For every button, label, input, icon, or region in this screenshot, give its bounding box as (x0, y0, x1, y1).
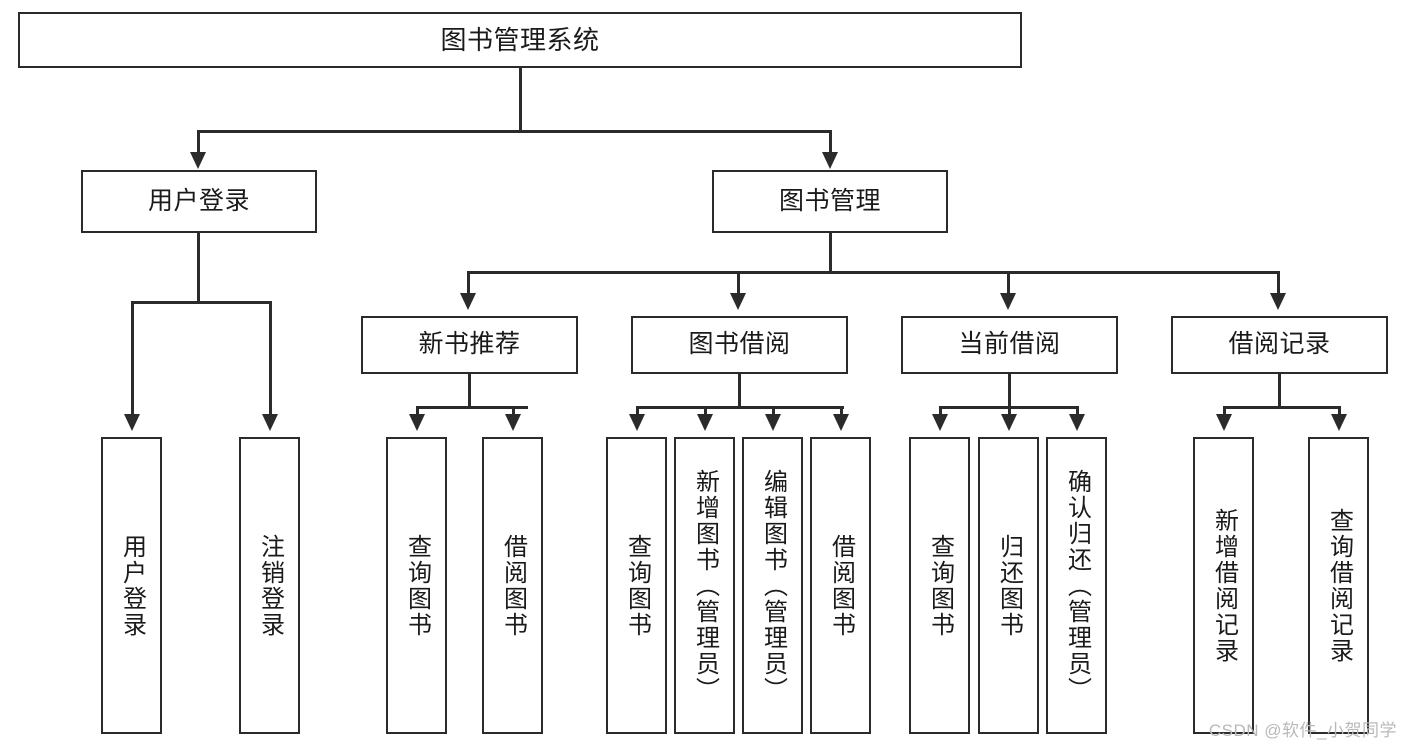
connector-bm-to-borrow-record (1277, 271, 1280, 296)
node-label: 借阅图书 (827, 533, 855, 638)
arrow-borrow-record-to-leaf-2-icon (1331, 414, 1347, 431)
node-root-book-management-system[interactable]: 图书管理系统 (18, 12, 1022, 68)
connector-book-borrow-to-leaf-3 (772, 406, 775, 417)
leaf-bb-borrow-book[interactable]: 借阅图书 (810, 437, 871, 734)
leaf-bb-query-book[interactable]: 查询图书 (606, 437, 667, 734)
node-label: 新增借阅记录 (1210, 507, 1238, 664)
node-label: 编辑图书（管理员） (759, 468, 787, 703)
node-label: 图书管理 (778, 186, 881, 215)
connector-root-bus (197, 130, 832, 133)
arrow-bm-to-new-book-icon (460, 293, 476, 310)
connector-new-book-to-leaf-1 (416, 406, 419, 417)
connector-book-borrow-bus (636, 406, 844, 409)
arrow-user-login-to-leaf-1-icon (124, 414, 140, 431)
arrow-new-book-to-leaf-1-icon (409, 414, 425, 431)
node-label: 用户登录 (147, 186, 250, 215)
connector-bm-to-current-borrow (1007, 271, 1010, 296)
connector-bm-to-new-book (467, 271, 470, 296)
connector-book-borrow-to-leaf-4 (840, 406, 843, 417)
arrow-book-borrow-to-leaf-1-icon (629, 414, 645, 431)
connector-book-management-bus (467, 271, 1280, 274)
node-label: 借阅记录 (1228, 330, 1331, 359)
node-label: 图书管理系统 (440, 24, 600, 55)
node-label: 查询图书 (623, 533, 651, 638)
connector-new-book-bus (416, 406, 528, 409)
leaf-logout-login[interactable]: 注销登录 (239, 437, 300, 734)
node-label: 用户登录 (118, 533, 146, 638)
connector-borrow-record-to-leaf-1 (1223, 406, 1226, 417)
connector-user-login-trunk (197, 233, 200, 301)
connector-book-management-trunk (829, 233, 832, 271)
connector-book-borrow-trunk (738, 374, 741, 406)
leaf-cb-confirm-return-admin[interactable]: 确认归还（管理员） (1046, 437, 1107, 734)
arrow-current-borrow-to-leaf-2-icon (1001, 414, 1017, 431)
node-user-login[interactable]: 用户登录 (81, 170, 317, 233)
connector-current-borrow-to-leaf-2 (1008, 406, 1011, 417)
arrow-new-book-to-leaf-2-icon (505, 414, 521, 431)
connector-user-login-to-leaf-1 (131, 301, 134, 417)
connector-borrow-record-bus (1223, 406, 1341, 409)
connector-current-borrow-to-leaf-3 (1076, 406, 1079, 417)
arrow-book-borrow-to-leaf-3-icon (765, 414, 781, 431)
arrow-current-borrow-to-leaf-3-icon (1069, 414, 1085, 431)
leaf-br-add-record[interactable]: 新增借阅记录 (1193, 437, 1254, 734)
arrow-bm-to-current-borrow-icon (1000, 293, 1016, 310)
node-borrow-record[interactable]: 借阅记录 (1171, 316, 1388, 374)
arrow-user-login-to-leaf-2-icon (262, 414, 278, 431)
connector-new-book-to-leaf-2 (512, 406, 515, 417)
leaf-nbr-query-book[interactable]: 查询图书 (386, 437, 447, 734)
leaf-nbr-borrow-book[interactable]: 借阅图书 (482, 437, 543, 734)
leaf-br-query-record[interactable]: 查询借阅记录 (1308, 437, 1369, 734)
leaf-cb-query-book[interactable]: 查询图书 (909, 437, 970, 734)
connector-user-login-bus (131, 301, 271, 304)
node-label: 查询图书 (403, 533, 431, 638)
connector-root-to-user-login (197, 130, 200, 155)
leaf-user-login[interactable]: 用户登录 (101, 437, 162, 734)
connector-borrow-record-to-leaf-2 (1338, 406, 1341, 417)
arrow-bm-to-borrow-record-icon (1270, 293, 1286, 310)
connector-bm-to-book-borrow (737, 271, 740, 296)
node-current-borrow[interactable]: 当前借阅 (901, 316, 1118, 374)
node-book-borrow[interactable]: 图书借阅 (631, 316, 848, 374)
node-label: 查询图书 (926, 533, 954, 638)
connector-new-book-trunk (468, 374, 471, 406)
connector-book-borrow-to-leaf-2 (704, 406, 707, 417)
leaf-bb-edit-book-admin[interactable]: 编辑图书（管理员） (742, 437, 803, 734)
arrow-root-to-book-management-icon (822, 152, 838, 169)
arrow-bm-to-book-borrow-icon (730, 293, 746, 310)
node-new-book-recommend[interactable]: 新书推荐 (361, 316, 578, 374)
node-label: 查询借阅记录 (1325, 507, 1353, 664)
arrow-root-to-user-login-icon (190, 152, 206, 169)
connector-root-to-book-management (829, 130, 832, 155)
node-label: 注销登录 (256, 533, 284, 638)
node-book-management[interactable]: 图书管理 (712, 170, 948, 233)
arrow-borrow-record-to-leaf-1-icon (1216, 414, 1232, 431)
connector-root-trunk (519, 68, 522, 130)
node-label: 确认归还（管理员） (1063, 468, 1091, 703)
arrow-book-borrow-to-leaf-2-icon (697, 414, 713, 431)
arrow-current-borrow-to-leaf-1-icon (932, 414, 948, 431)
node-label: 借阅图书 (499, 533, 527, 638)
connector-current-borrow-to-leaf-1 (939, 406, 942, 417)
leaf-cb-return-book[interactable]: 归还图书 (978, 437, 1039, 734)
connector-user-login-to-leaf-2 (269, 301, 272, 417)
node-label: 归还图书 (995, 533, 1023, 638)
connector-borrow-record-trunk (1278, 374, 1281, 406)
arrow-book-borrow-to-leaf-4-icon (833, 414, 849, 431)
connector-current-borrow-trunk (1008, 374, 1011, 406)
node-label: 图书借阅 (688, 330, 791, 359)
connector-book-borrow-to-leaf-1 (636, 406, 639, 417)
node-label: 新增图书（管理员） (691, 468, 719, 703)
node-label: 当前借阅 (958, 330, 1061, 359)
leaf-bb-add-book-admin[interactable]: 新增图书（管理员） (674, 437, 735, 734)
node-label: 新书推荐 (418, 330, 521, 359)
